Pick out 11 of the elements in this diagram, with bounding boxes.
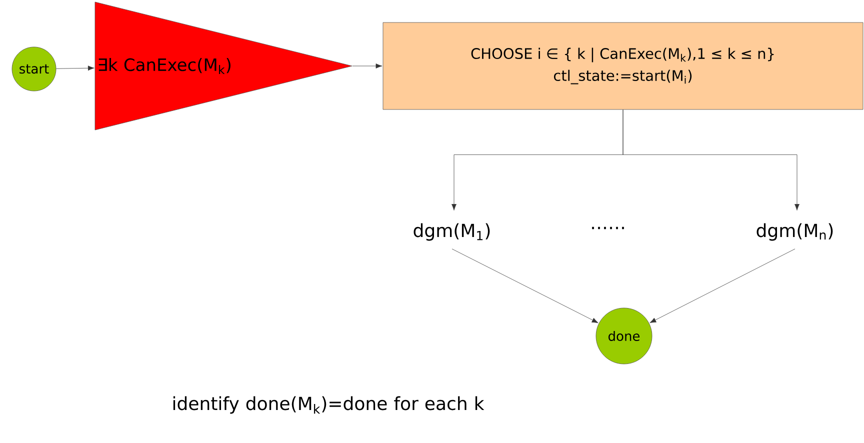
arrow xyxy=(56,66,94,71)
ellipsis-label: …… xyxy=(592,226,624,230)
arrow xyxy=(452,248,598,324)
diagram-label: dgm(M$_{1}$) xyxy=(414,223,490,241)
condition-triangle: ∃k CanExec(M$_{k}$) xyxy=(94,2,352,130)
arrow xyxy=(622,110,800,210)
arrow xyxy=(352,64,382,68)
process-box: CHOOSE i ∈ { k | CanExec(M$_{k}$),1 ≤ k ≤ n} ctl_state:=start(M$_{i}$) xyxy=(382,22,864,110)
diagram-label: dgm(M$_{n}$) xyxy=(756,223,833,241)
note-text: identify done(M$_{k}$)=done for each k xyxy=(173,396,484,414)
arrow xyxy=(650,248,796,324)
